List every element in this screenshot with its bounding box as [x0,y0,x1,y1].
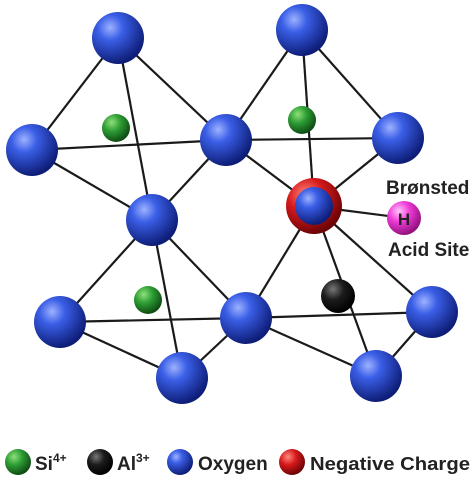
hydrogen-label: H [398,210,410,229]
oxygen-atom [6,124,58,176]
aluminum-legend-label: Al3+ [117,451,150,475]
silicon-atom [102,114,130,142]
silicon-atom [134,286,162,314]
aluminum-legend-icon [87,449,113,475]
hydrogen-atom [387,201,421,235]
oxygen-atom [200,114,252,166]
silicon-atom [288,106,316,134]
oxygen-legend-label: Oxygen [198,454,268,475]
oxygen-atom [220,292,272,344]
oxygen-atom [34,296,86,348]
oxygen-atom-charged [295,187,333,225]
oxygen-atom [156,352,208,404]
negative-charge-legend-icon [279,449,305,475]
oxygen-atom [126,194,178,246]
oxygen-atom [372,112,424,164]
silicon-legend-label: Si4+ [35,451,67,475]
legend: Si4+ Al3+ Oxygen Negative Charge [5,449,470,475]
oxygen-atom [350,350,402,402]
oxygen-atom [276,4,328,56]
oxygen-legend-icon [167,449,193,475]
bronsted-label: Brønsted [386,178,469,199]
silicon-legend-icon [5,449,31,475]
aluminum-atom [321,279,355,313]
oxygen-atom [92,12,144,64]
acid-site-label: Acid Site [388,240,469,261]
oxygen-atom [406,286,458,338]
negative-charge-legend-label: Negative Charge [310,454,470,474]
